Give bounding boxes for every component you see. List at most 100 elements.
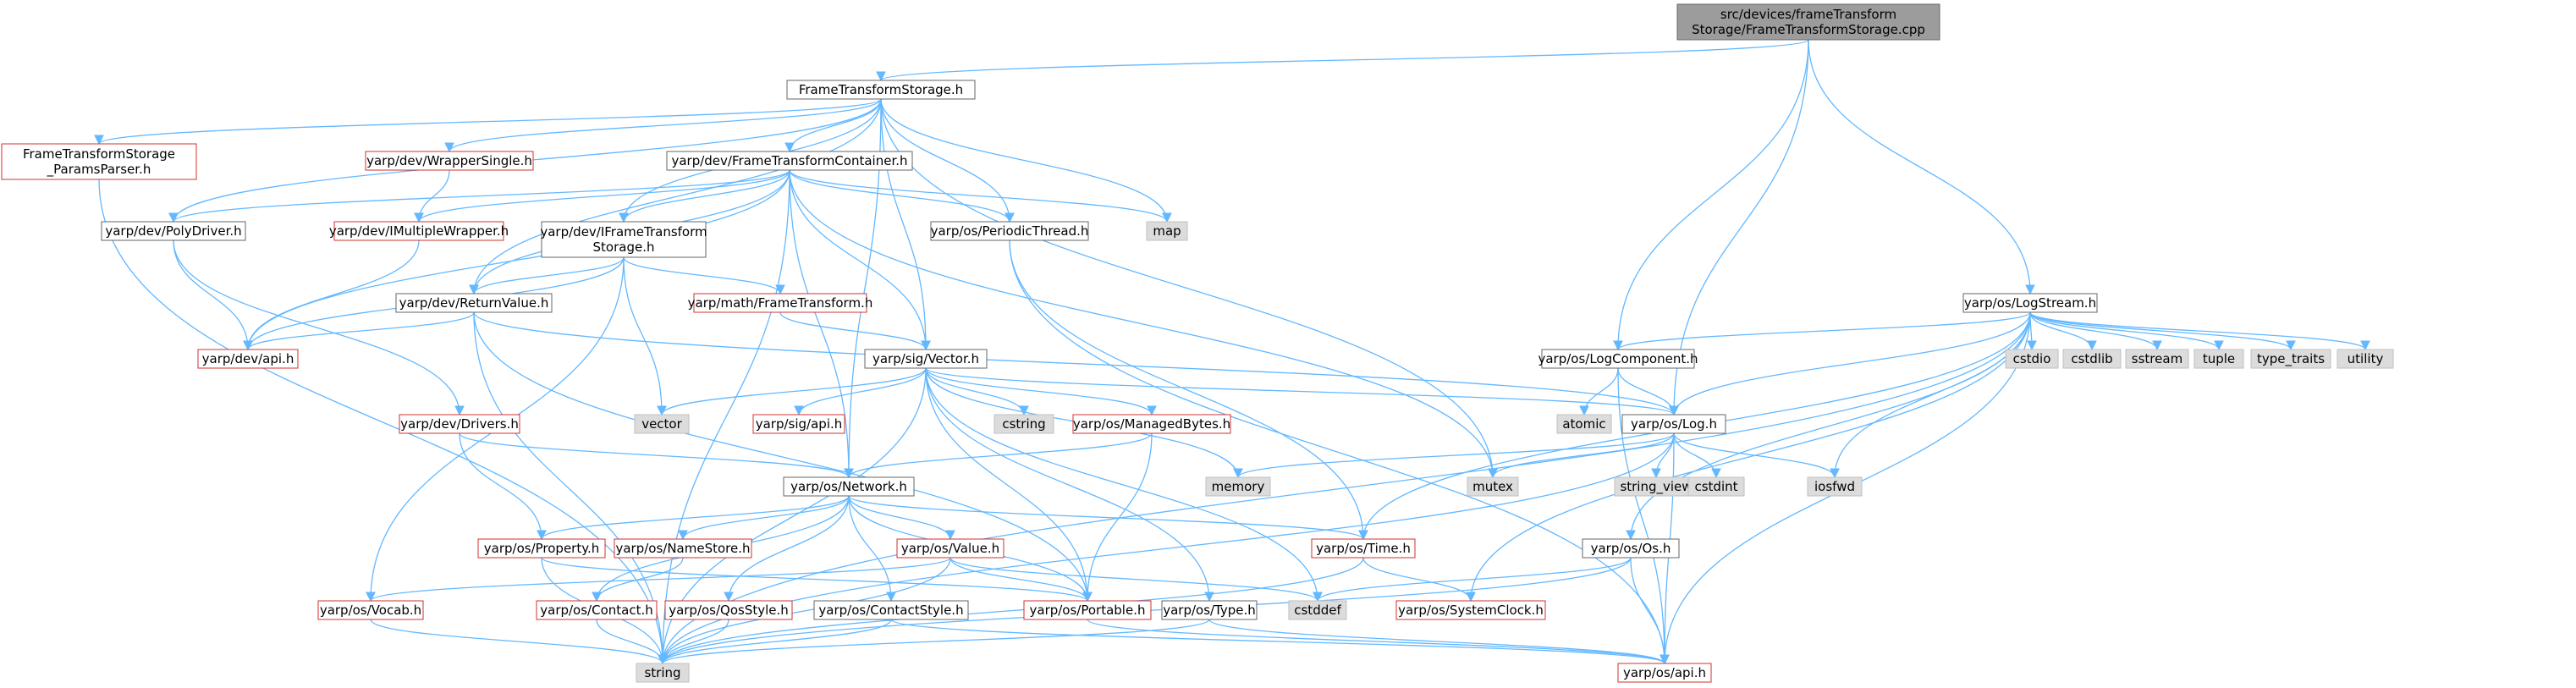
- node-box-mutex: [1467, 476, 1519, 497]
- node-string_view: string_view: [1614, 476, 1698, 497]
- edge-logstream-to-utility: [2029, 311, 2370, 351]
- node-retval[interactable]: yarp/dev/ReturnValue.h: [395, 293, 553, 313]
- node-time[interactable]: yarp/os/Time.h: [1311, 538, 1416, 559]
- edge-vector_h-to-portable: [925, 367, 1093, 603]
- node-vector_h[interactable]: yarp/sig/Vector.h: [864, 349, 988, 369]
- node-box-ftc: [666, 151, 913, 171]
- node-box-sysclock: [1395, 600, 1546, 620]
- node-contact[interactable]: yarp/os/Contact.h: [536, 600, 658, 620]
- node-label-sigapi: yarp/sig/api.h: [756, 416, 843, 432]
- edge-fts_h-to-wrapper_single: [444, 98, 882, 153]
- node-label-mutex: mutex: [1472, 479, 1513, 494]
- node-box-sigapi: [752, 414, 845, 434]
- edge-root-to-logcomp: [1613, 39, 1809, 351]
- node-vocab[interactable]: yarp/os/Vocab.h: [317, 600, 424, 620]
- edge-periodic-to-time: [1009, 239, 1368, 541]
- node-box-utility: [2337, 349, 2394, 369]
- node-cstddef: cstddef: [1288, 600, 1347, 620]
- node-sigapi[interactable]: yarp/sig/api.h: [752, 414, 845, 434]
- edge-logstream-to-iosfwd: [1830, 311, 2031, 479]
- node-cstring: cstring: [994, 414, 1054, 434]
- node-label-cstdint: cstdint: [1694, 479, 1737, 494]
- edge-fts_h-to-retval: [469, 98, 882, 295]
- node-value[interactable]: yarp/os/Value.h: [896, 538, 1005, 559]
- edge-network-to-property: [537, 495, 850, 541]
- edge-wrapper_single-to-imultiple: [414, 169, 450, 223]
- node-box-type_traits: [2250, 349, 2331, 369]
- edge-root-to-log: [1669, 39, 1809, 416]
- node-label-ftsp-line-1: _ParamsParser.h: [47, 162, 151, 178]
- node-fts_h[interactable]: FrameTransformStorage.h: [786, 80, 976, 100]
- node-box-network: [783, 476, 915, 497]
- node-devapi[interactable]: yarp/dev/api.h: [197, 349, 299, 369]
- node-namestore[interactable]: yarp/os/NameStore.h: [614, 538, 752, 559]
- edge-network-to-cstyle: [848, 495, 896, 603]
- edge-portable-to-osapi: [1087, 619, 1670, 665]
- node-label-network: yarp/os/Network.h: [790, 479, 907, 494]
- node-property[interactable]: yarp/os/Property.h: [477, 538, 606, 559]
- edge-polydriver-to-drivers: [173, 239, 465, 416]
- node-type[interactable]: yarp/os/Type.h: [1161, 600, 1258, 620]
- node-box-logstream: [1962, 293, 2098, 313]
- edge-vocab-to-string: [370, 619, 668, 665]
- edge-logstream-to-cstdlib: [2029, 311, 2097, 351]
- edge-iftstorage-to-vector: [623, 256, 667, 416]
- node-box-tuple: [2193, 349, 2244, 369]
- node-cstdio: cstdio: [2005, 349, 2059, 369]
- node-portable[interactable]: yarp/os/Portable.h: [1023, 600, 1152, 620]
- edge-logstream-to-logcomp: [1613, 311, 2031, 351]
- node-cstyle[interactable]: yarp/os/ContactStyle.h: [813, 600, 969, 620]
- node-ftsp[interactable]: FrameTransformStorage_ParamsParser.h: [1, 143, 197, 180]
- node-box-drivers: [399, 414, 520, 434]
- node-managed[interactable]: yarp/os/ManagedBytes.h: [1072, 414, 1231, 434]
- edge-log-to-mutex: [1488, 432, 1675, 479]
- node-imultiple[interactable]: yarp/dev/IMultipleWrapper.h: [329, 221, 509, 241]
- edge-periodic-to-osapi: [1009, 239, 1670, 665]
- node-box-devapi: [197, 349, 299, 369]
- node-box-cstdio: [2005, 349, 2059, 369]
- edge-property-to-portable: [541, 557, 1093, 603]
- node-label-tuple: tuple: [2203, 351, 2235, 366]
- node-drivers[interactable]: yarp/dev/Drivers.h: [399, 414, 520, 434]
- node-logstream[interactable]: yarp/os/LogStream.h: [1962, 293, 2098, 313]
- edge-fts_h-to-periodic: [880, 98, 1015, 223]
- node-periodic[interactable]: yarp/os/PeriodicThread.h: [930, 221, 1089, 241]
- edge-fts_h-to-vector_h: [880, 98, 931, 351]
- node-polydriver[interactable]: yarp/dev/PolyDriver.h: [101, 221, 246, 241]
- edge-vector_h-to-log: [925, 367, 1679, 416]
- node-label-logstream: yarp/os/LogStream.h: [1964, 295, 2096, 311]
- node-box-ftsp: [1, 143, 197, 180]
- edge-os_h-to-cstddef: [1313, 557, 1632, 603]
- node-root[interactable]: src/devices/frameTransformStorage/FrameT…: [1676, 3, 1940, 41]
- node-network[interactable]: yarp/os/Network.h: [783, 476, 915, 497]
- node-label-sysclock: yarp/os/SystemClock.h: [1398, 603, 1544, 618]
- node-map: map: [1146, 221, 1188, 241]
- node-box-namestore: [614, 538, 752, 559]
- edge-type-to-osapi: [1208, 619, 1670, 665]
- node-osapi[interactable]: yarp/os/api.h: [1617, 663, 1712, 683]
- node-box-cstdint: [1687, 476, 1745, 497]
- node-label-atomic: atomic: [1562, 416, 1605, 432]
- node-box-log: [1621, 414, 1726, 434]
- node-label-vector_h: yarp/sig/Vector.h: [872, 351, 979, 366]
- node-sysclock[interactable]: yarp/os/SystemClock.h: [1395, 600, 1546, 620]
- node-ftc[interactable]: yarp/dev/FrameTransformContainer.h: [666, 151, 913, 171]
- node-label-qos: yarp/os/QosStyle.h: [669, 603, 789, 618]
- node-box-time: [1311, 538, 1416, 559]
- edge-ftc-to-map: [789, 169, 1172, 223]
- node-os_h[interactable]: yarp/os/Os.h: [1582, 538, 1680, 559]
- node-logcomp[interactable]: yarp/os/LogComponent.h: [1538, 349, 1698, 369]
- edge-drivers-to-network: [459, 432, 854, 479]
- node-qos[interactable]: yarp/os/QosStyle.h: [664, 600, 793, 620]
- node-wrapper_single[interactable]: yarp/dev/WrapperSingle.h: [365, 151, 534, 171]
- edge-root-to-fts_h: [876, 39, 1809, 82]
- edge-type-to-string: [658, 619, 1210, 665]
- node-box-memory: [1205, 476, 1271, 497]
- node-label-fts_h: FrameTransformStorage.h: [799, 82, 963, 97]
- node-mathft[interactable]: yarp/math/FrameTransform.h: [688, 293, 873, 313]
- node-box-iosfwd: [1807, 476, 1863, 497]
- node-log[interactable]: yarp/os/Log.h: [1621, 414, 1726, 434]
- edge-logstream-to-sysclock: [1466, 311, 2031, 603]
